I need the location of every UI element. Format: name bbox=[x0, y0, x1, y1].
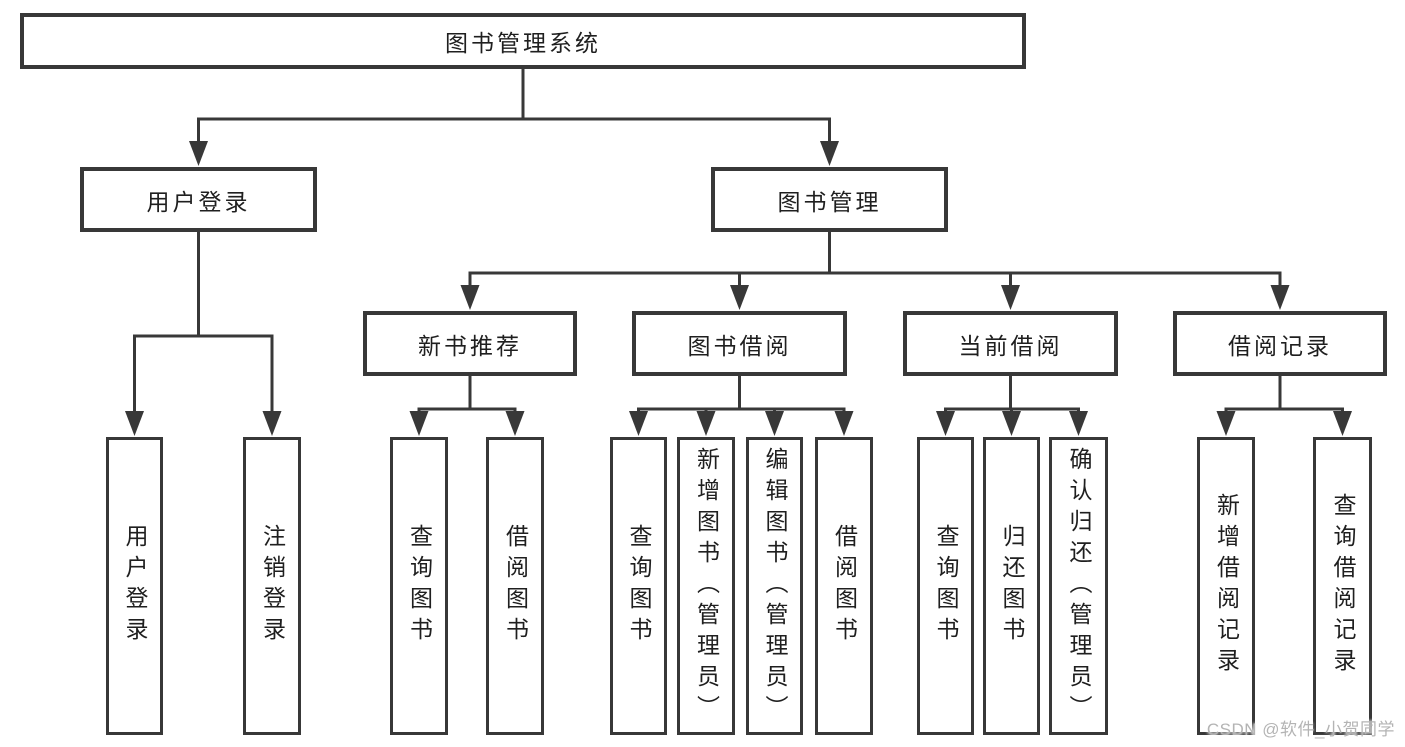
leaf-query-books-borrowing: 查询图书 bbox=[610, 437, 667, 735]
node-new-book-recommend-label: 新书推荐 bbox=[418, 332, 522, 359]
leaf-confirm-return-admin-label: 确认归还（管理员） bbox=[1066, 446, 1092, 726]
node-root-label: 图书管理系统 bbox=[445, 30, 601, 56]
leaf-return-books-label: 归还图书 bbox=[999, 524, 1025, 648]
node-user-login-label: 用户登录 bbox=[146, 188, 251, 215]
leaf-query-books-current-label: 查询图书 bbox=[933, 524, 959, 648]
leaf-logout-label: 注销登录 bbox=[259, 524, 286, 648]
leaf-user-login-label: 用户登录 bbox=[122, 524, 148, 648]
leaf-query-books-recommend: 查询图书 bbox=[390, 437, 448, 735]
leaf-borrow-books-borrowing-label: 借阅图书 bbox=[831, 524, 858, 648]
node-borrowing-records-label: 借阅记录 bbox=[1228, 332, 1332, 359]
leaf-query-borrow-record: 查询借阅记录 bbox=[1313, 437, 1372, 735]
leaf-return-books: 归还图书 bbox=[983, 437, 1040, 735]
leaf-add-borrow-record-label: 新增借阅记录 bbox=[1213, 493, 1240, 679]
node-current-borrowing-label: 当前借阅 bbox=[958, 332, 1063, 359]
node-user-login: 用户登录 bbox=[80, 167, 317, 232]
node-book-borrowing-label: 图书借阅 bbox=[687, 332, 792, 359]
leaf-query-books-current: 查询图书 bbox=[917, 437, 974, 735]
leaf-edit-books-admin-label: 编辑图书（管理员） bbox=[762, 446, 788, 726]
node-borrowing-records: 借阅记录 bbox=[1173, 311, 1387, 376]
leaf-logout: 注销登录 bbox=[243, 437, 301, 735]
node-new-book-recommend: 新书推荐 bbox=[363, 311, 577, 376]
leaf-edit-books-admin: 编辑图书（管理员） bbox=[746, 437, 803, 735]
node-book-management-label: 图书管理 bbox=[777, 188, 882, 215]
leaf-add-borrow-record: 新增借阅记录 bbox=[1197, 437, 1255, 735]
leaf-user-login: 用户登录 bbox=[106, 437, 163, 735]
leaf-confirm-return-admin: 确认归还（管理员） bbox=[1049, 437, 1108, 735]
node-book-borrowing: 图书借阅 bbox=[632, 311, 847, 376]
leaf-add-books-admin-label: 新增图书（管理员） bbox=[693, 446, 720, 726]
leaf-query-books-borrowing-label: 查询图书 bbox=[626, 524, 652, 648]
leaf-borrow-books-borrowing: 借阅图书 bbox=[815, 437, 873, 735]
leaf-query-books-recommend-label: 查询图书 bbox=[406, 524, 433, 648]
node-current-borrowing: 当前借阅 bbox=[903, 311, 1118, 376]
csdn-watermark: CSDN @软件_小贺同学 bbox=[1206, 720, 1395, 739]
leaf-add-books-admin: 新增图书（管理员） bbox=[677, 437, 735, 735]
leaf-query-borrow-record-label: 查询借阅记录 bbox=[1330, 493, 1356, 679]
node-root: 图书管理系统 bbox=[20, 13, 1026, 69]
leaf-borrow-books-recommend-label: 借阅图书 bbox=[502, 524, 529, 648]
leaf-borrow-books-recommend: 借阅图书 bbox=[486, 437, 544, 735]
node-book-management: 图书管理 bbox=[711, 167, 948, 232]
